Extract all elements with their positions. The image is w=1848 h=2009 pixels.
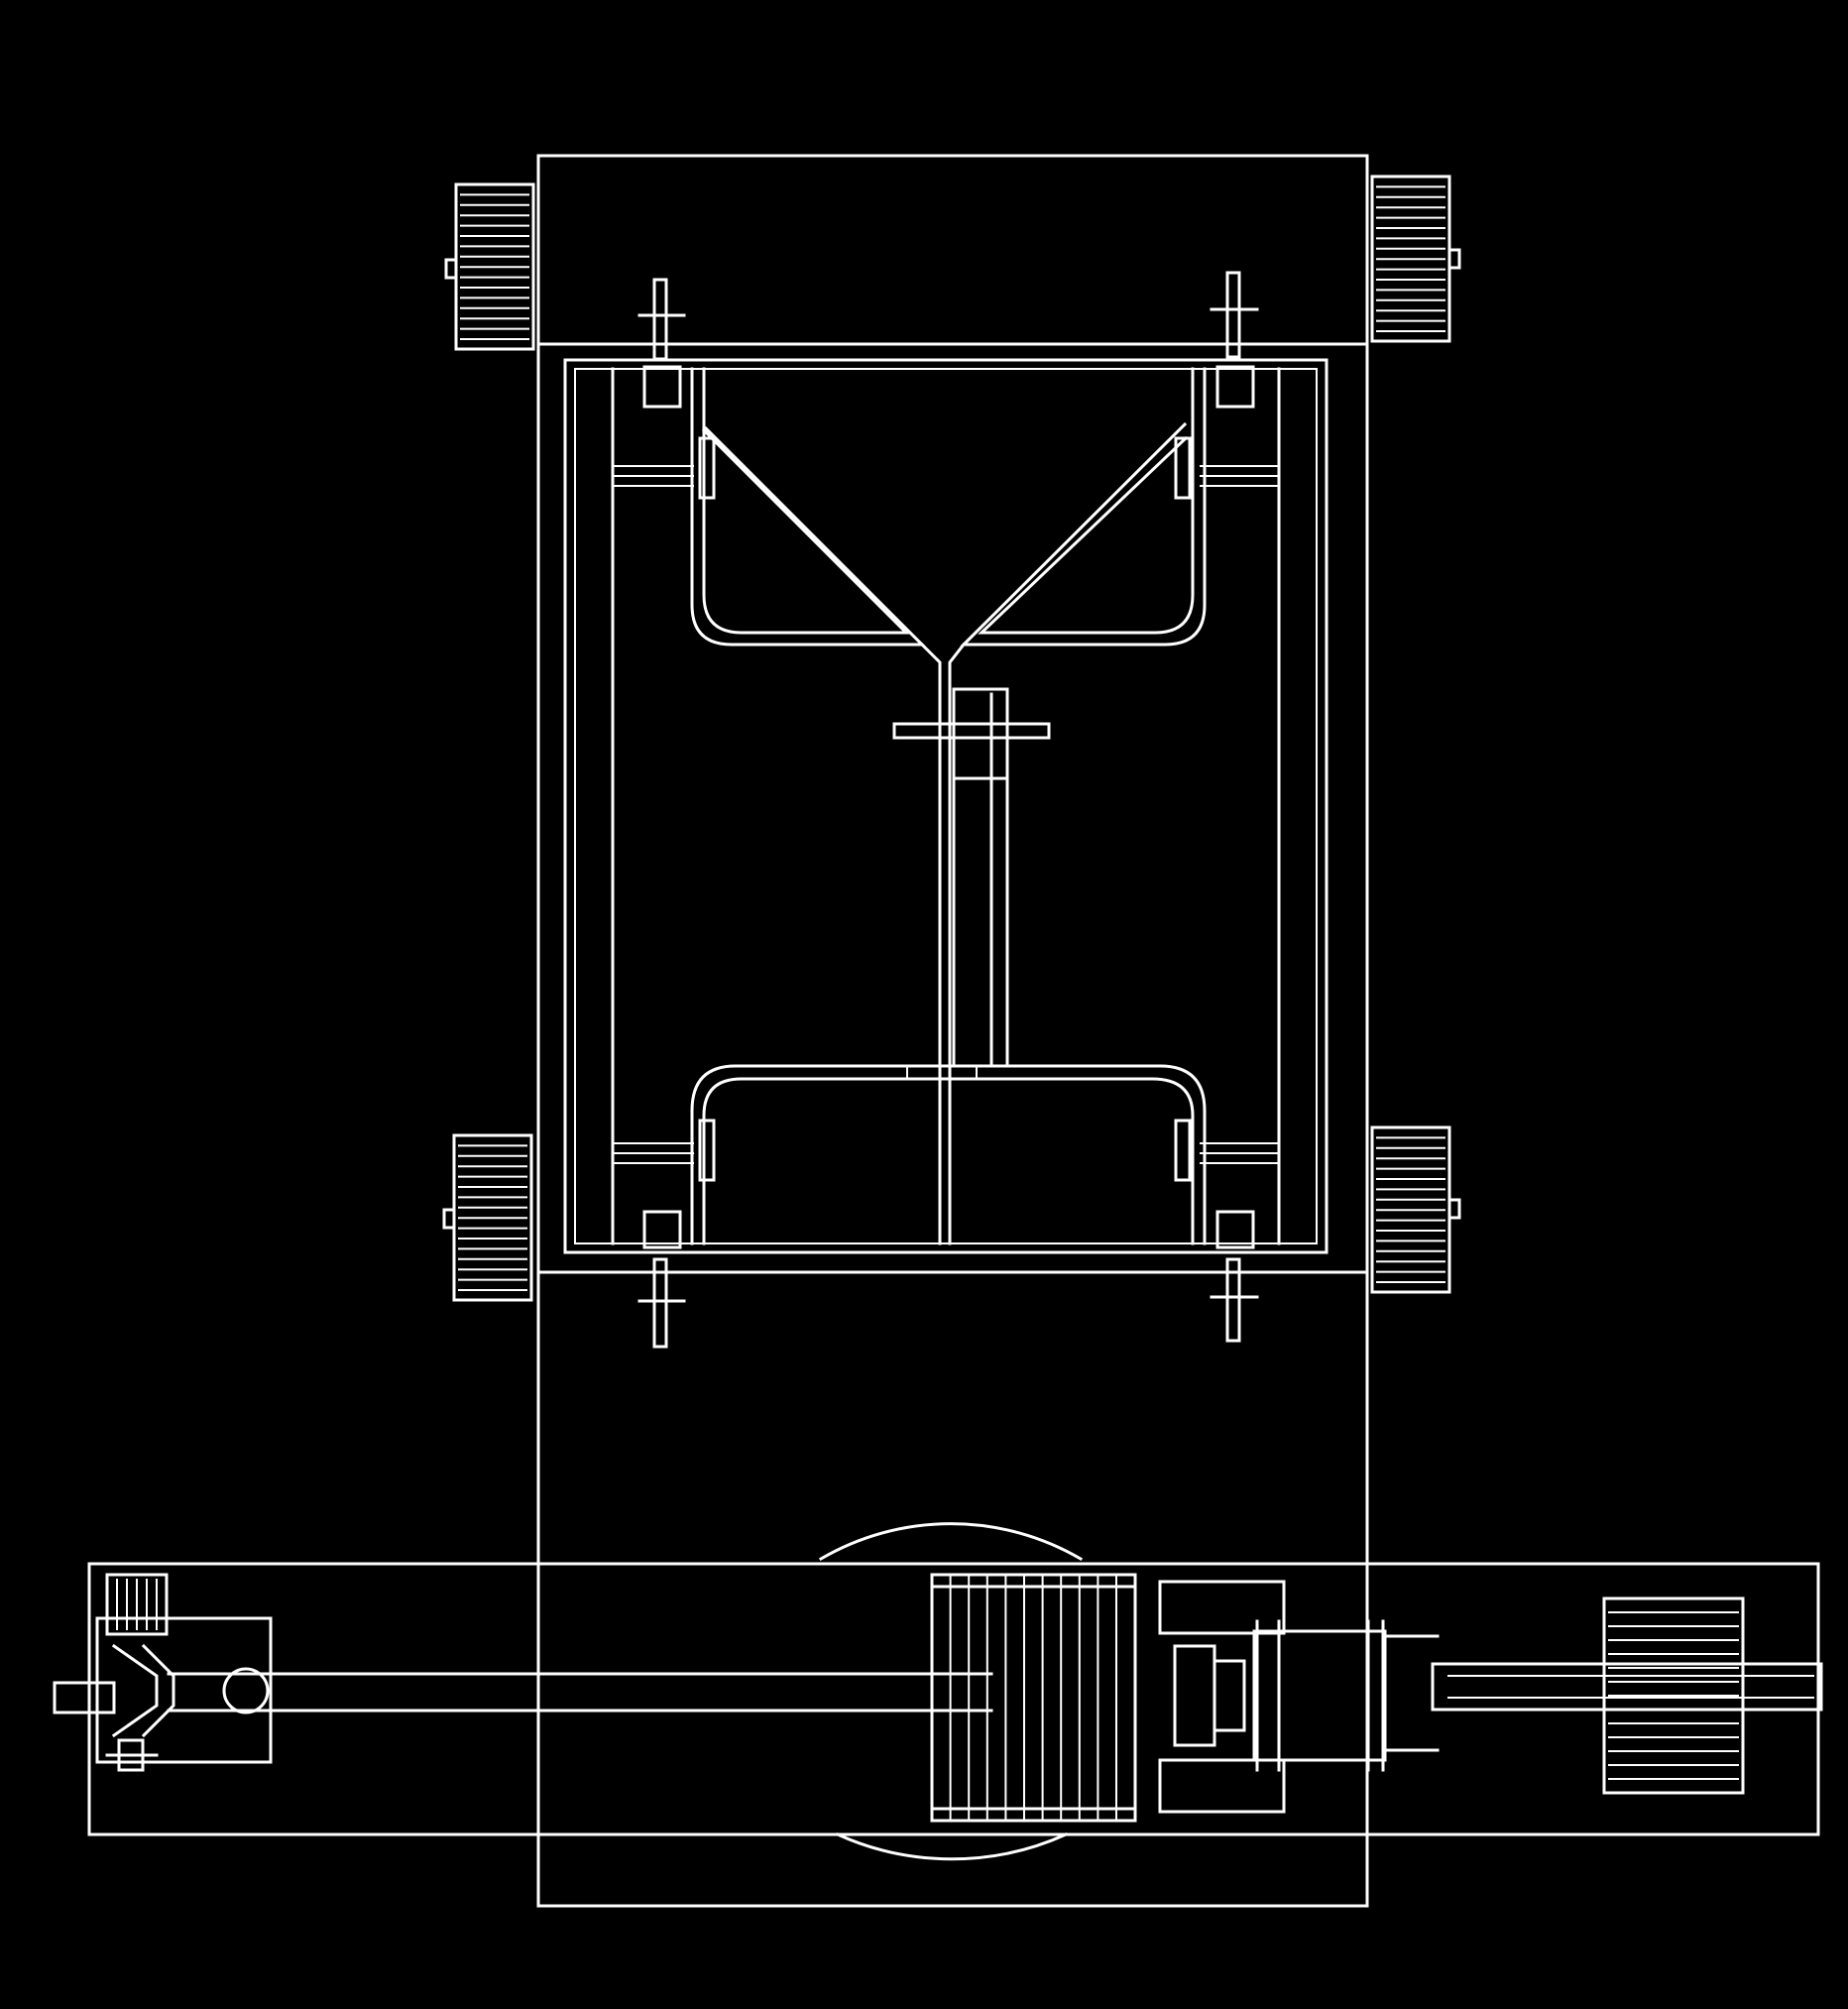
pivot-pin-top-right	[1210, 271, 1259, 409]
drive-shaft	[53, 1672, 993, 1714]
wheel-top-right	[1370, 175, 1461, 343]
turntable	[818, 1522, 1084, 1861]
inner-frame	[563, 358, 1328, 1254]
central-spine	[892, 687, 1051, 1068]
upper-linkage	[690, 367, 1207, 1245]
drive-beam	[87, 1562, 1820, 1836]
wheel-bottom-right	[1370, 1125, 1461, 1294]
chassis-plate	[536, 154, 1369, 1908]
pivot-pin-bottom-right	[1210, 1210, 1259, 1343]
wheel-treads	[458, 185, 1445, 1291]
wheel-bottom-left	[442, 1133, 533, 1302]
gearbox-left	[95, 1573, 273, 1772]
pivot-pin-top-left	[637, 278, 686, 409]
wheel-right-drum	[1602, 1596, 1745, 1795]
motor-drum	[930, 1573, 1137, 1823]
wheel-top-left	[444, 182, 535, 351]
pivot-pin-bottom-left	[637, 1210, 686, 1349]
lower-linkage	[690, 1064, 1207, 1245]
coupling	[1158, 1580, 1440, 1814]
output-shaft	[1431, 1662, 1823, 1712]
